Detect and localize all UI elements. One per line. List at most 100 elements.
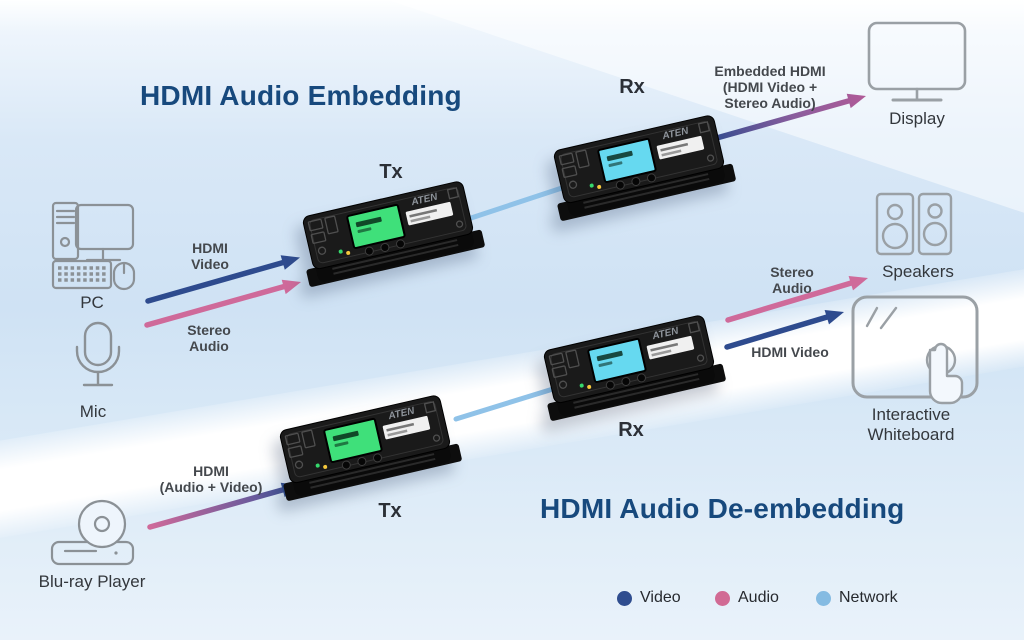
rx-device-bottom: ATEN: [543, 315, 726, 421]
hdmi-video-top-label: HDMI Video: [191, 240, 229, 272]
sticker-text-line: [661, 149, 682, 157]
tx-device-top: ATEN: [302, 181, 485, 287]
legend-item-audio: Audio: [715, 589, 779, 607]
legend-audio-label: Audio: [738, 589, 779, 606]
stereo-audio-bottom-label: Stereo Audio: [770, 264, 814, 296]
device-led-green: [579, 383, 584, 388]
sticker-text-line: [387, 429, 408, 437]
device-left-ports: [558, 149, 590, 189]
whiteboard-label-line2: Whiteboard: [867, 425, 955, 445]
device-lcd-screen: [346, 203, 406, 249]
sticker-text-line: [410, 215, 431, 223]
device-led-green: [338, 249, 343, 254]
device-buttons: [605, 373, 646, 390]
label-line: Audio: [189, 338, 229, 355]
hdmi-av-label: HDMI (Audio + Video): [160, 463, 263, 495]
device-top-trim: [309, 187, 467, 264]
device-top-trim: [560, 121, 718, 198]
legend-item-video: Video: [617, 589, 681, 607]
arrow-stereo-audio-bottom: [725, 276, 868, 323]
label-line: Stereo: [770, 264, 814, 280]
touch-hand-icon: [925, 342, 964, 405]
hdmi-video-bottom-label: HDMI Video: [751, 344, 829, 360]
label-line: HDMI: [193, 463, 229, 479]
video-dot-icon: [617, 590, 632, 606]
audio-dot-icon: [715, 590, 730, 606]
tx-bottom-label: Tx: [378, 500, 402, 522]
display-icon: [867, 21, 967, 102]
device-led-green: [589, 183, 594, 188]
device-top-trim: [550, 321, 708, 398]
display-label: Display: [889, 109, 945, 128]
device-left-ports: [284, 429, 316, 469]
embedded-hdmi-label: Embedded HDMI (HDMI Video + Stereo Audio…: [714, 63, 825, 112]
device-lcd-screen: [587, 337, 647, 383]
device-led-green: [315, 463, 320, 468]
device-right-ports: [446, 187, 464, 228]
legend-video-label: Video: [640, 589, 681, 606]
whiteboard-icon: [851, 295, 979, 405]
arrow-embedded-hdmi: [703, 93, 866, 144]
arrow-hdmi-video-top: [145, 255, 300, 304]
rx-top-label: Rx: [619, 76, 645, 98]
speakers-icon: [875, 192, 953, 256]
title-de-embedding: HDMI Audio De-embedding: [540, 493, 905, 524]
label-line: HDMI: [192, 240, 228, 256]
rx-device-top: ATEN: [553, 115, 736, 221]
label-line: (Audio + Video): [159, 479, 263, 496]
lcd-text-line: [608, 161, 623, 167]
label-line: Stereo Audio): [724, 95, 816, 112]
sticker-text-line: [660, 142, 689, 152]
device-lcd-screen: [323, 417, 383, 463]
lcd-text-line: [598, 361, 613, 367]
network-dot-icon: [816, 590, 831, 606]
sticker-text-line: [386, 422, 415, 432]
device-buttons: [615, 173, 656, 190]
device-buttons: [341, 453, 382, 470]
label-line: Embedded HDMI: [714, 63, 826, 79]
device-lcd-screen: [597, 137, 657, 183]
whiteboard-label-line1: Interactive: [871, 405, 951, 424]
network-line-bottom: [453, 382, 569, 422]
tx-top-label: Tx: [379, 161, 403, 183]
device-led-yellow: [597, 184, 602, 189]
bluray-label: Blu-ray Player: [38, 572, 146, 591]
lcd-text-line: [596, 350, 623, 362]
arrow-stereo-audio-top: [144, 279, 301, 328]
arrow-hdmi-video-bottom: [724, 310, 844, 350]
device-top-trim: [286, 401, 444, 478]
device-led-yellow: [323, 464, 328, 469]
device-left-ports: [307, 215, 339, 255]
pc-label: PC: [80, 293, 104, 312]
title-embedding: HDMI Audio Embedding: [140, 80, 462, 111]
mic-icon: [75, 321, 121, 387]
legend-network-label: Network: [839, 589, 898, 606]
device-led-yellow: [346, 250, 351, 255]
stereo-audio-top-label: Stereo Audio: [187, 322, 231, 354]
label-line: (HDMI Video +: [722, 79, 818, 96]
lcd-text-line: [334, 441, 349, 447]
lcd-text-line: [357, 227, 372, 233]
device-right-ports: [687, 321, 705, 362]
device-right-ports: [423, 401, 441, 442]
pc-icon: [51, 201, 136, 291]
network-line-top: [459, 181, 577, 224]
label-line: Stereo: [187, 322, 231, 338]
lcd-text-line: [606, 150, 633, 162]
sticker-text-line: [650, 342, 679, 352]
lcd-text-line: [332, 430, 359, 442]
sticker-text-line: [409, 208, 438, 218]
mic-label: Mic: [79, 402, 107, 421]
label-line: Audio: [772, 280, 812, 297]
device-led-yellow: [587, 384, 592, 389]
rx-bottom-label: Rx: [618, 419, 644, 441]
bluray-player-icon: [50, 499, 135, 566]
device-right-ports: [697, 121, 715, 162]
device-left-ports: [548, 349, 580, 389]
lcd-text-line: [355, 216, 382, 228]
whiteboard-label: Interactive Whiteboard: [868, 405, 955, 445]
speakers-label: Speakers: [882, 262, 954, 281]
sticker-text-line: [651, 349, 672, 357]
tx-device-bottom: ATEN: [279, 395, 462, 501]
